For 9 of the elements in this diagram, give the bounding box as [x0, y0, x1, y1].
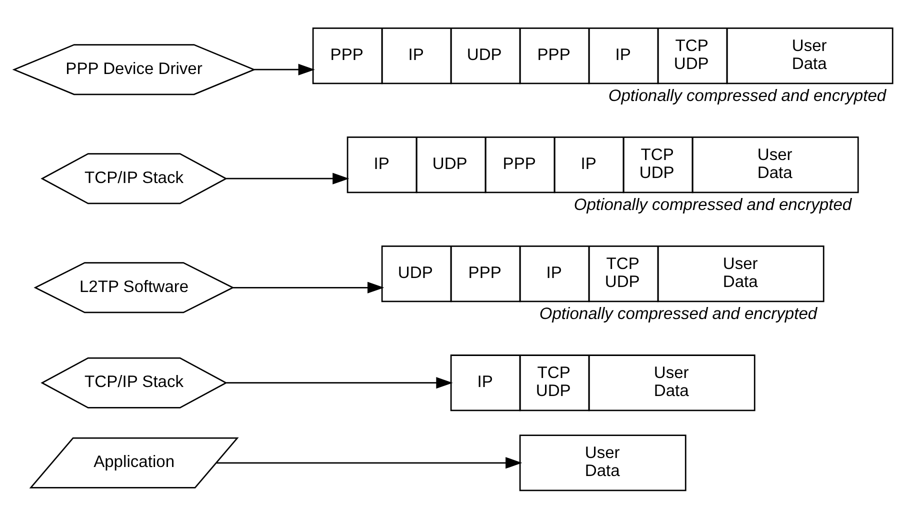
arrow	[226, 172, 350, 184]
node-box: User Data	[519, 434, 686, 491]
node-label: Optionally compressed and encrypted	[539, 303, 818, 322]
arrow	[216, 456, 522, 468]
arrow	[233, 281, 384, 293]
arrow	[254, 63, 315, 75]
node-label: Optionally compressed and encrypted	[608, 85, 886, 104]
node-label: Optionally compressed and encrypted	[574, 194, 852, 214]
arrow	[226, 376, 453, 388]
